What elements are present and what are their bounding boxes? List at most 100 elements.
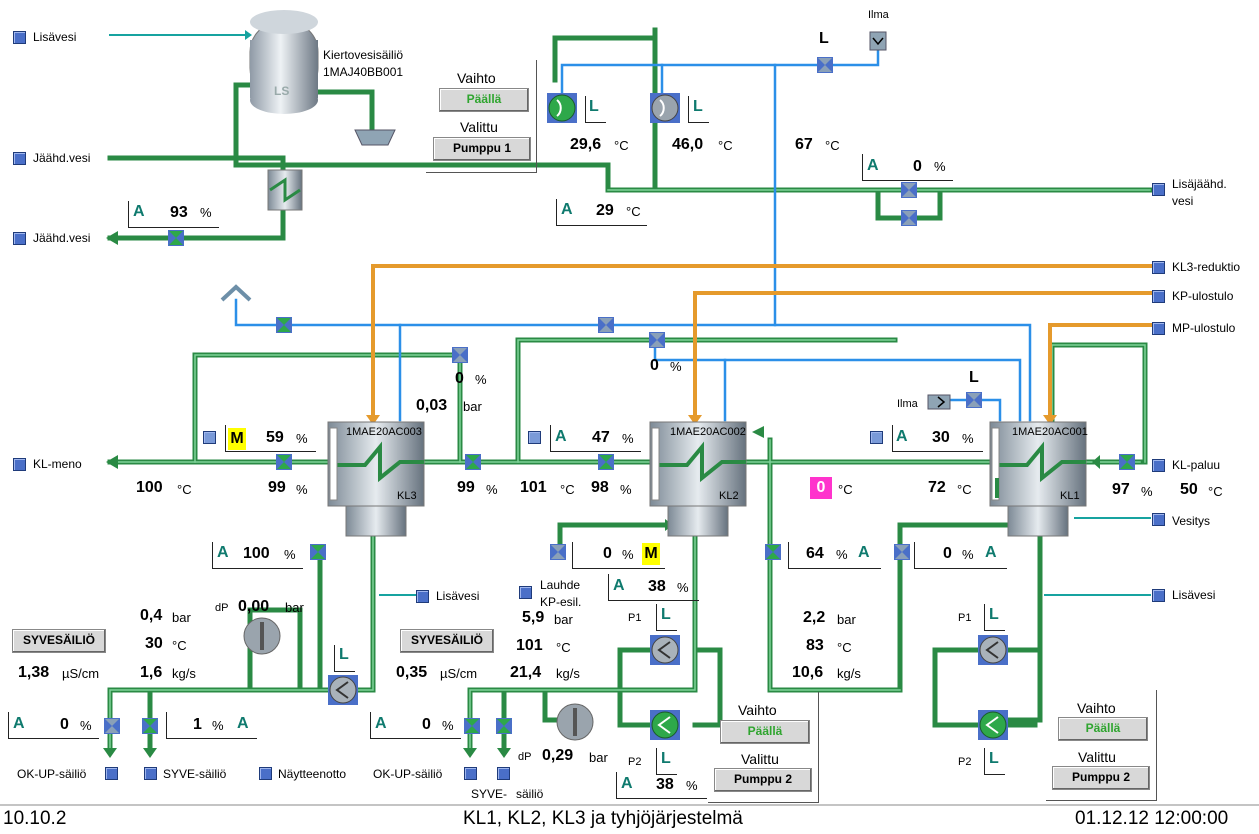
- ctrl-0top-box[interactable]: [862, 154, 953, 181]
- vaihto-label-mid: Vaihto: [738, 702, 777, 718]
- temp-unit-3: °C: [825, 138, 840, 153]
- p1-mode-right[interactable]: L: [989, 606, 999, 623]
- lisajaahd-icon[interactable]: [1152, 183, 1165, 196]
- val-99-a: 99: [268, 479, 286, 496]
- val-97: 97: [1112, 481, 1130, 498]
- val-99-b: 99: [457, 479, 475, 496]
- p1-label-mid: P1: [628, 612, 642, 624]
- syvesailio-button-mid[interactable]: SYVESÄILIÖ: [400, 629, 494, 653]
- dp-value-mid: 0,29: [542, 747, 574, 764]
- mp-ulostulo-icon[interactable]: [1152, 322, 1165, 335]
- unit-pct-99b: %: [486, 482, 498, 497]
- ctrl-kl1-box[interactable]: [892, 425, 983, 452]
- kl-meno-icon[interactable]: [13, 458, 26, 471]
- vesitys-icon[interactable]: [1152, 513, 1165, 526]
- tank-ls-shape: [249, 10, 319, 114]
- jaahd-vesi-in-icon[interactable]: [13, 152, 26, 165]
- vaihto-button-top[interactable]: Päällä: [439, 88, 529, 112]
- pump-select-button-mid[interactable]: Pumppu 2: [714, 768, 812, 792]
- ctrl-0bl-unit: %: [80, 718, 92, 733]
- ctrl-0m-box[interactable]: [572, 542, 665, 569]
- pump1-mode[interactable]: L: [589, 98, 599, 115]
- ctrl-0bl-box[interactable]: [8, 712, 99, 739]
- ctrl-38b-unit: %: [686, 778, 698, 793]
- pump-left-mode[interactable]: L: [339, 646, 349, 663]
- status-title: KL1, KL2, KL3 ja tyhjöjärjestelmä: [463, 808, 743, 829]
- ctrl-0top-mode: A: [867, 157, 879, 174]
- syvesailio-button-left[interactable]: SYVESÄILIÖ: [12, 629, 106, 653]
- jaahd-vesi-out-icon[interactable]: [13, 232, 26, 245]
- flow-unit-right: kg/s: [837, 666, 861, 681]
- kl-paluu-label: KL-paluu: [1172, 458, 1221, 472]
- ok-up-label-left: OK-UP-säiliö: [17, 767, 87, 781]
- p1-mode-mid[interactable]: L: [661, 606, 671, 623]
- naytteenotto-icon[interactable]: [259, 767, 272, 780]
- ok-up-icon-left[interactable]: [105, 767, 118, 780]
- conductivity-unit-left: µS/cm: [62, 666, 100, 681]
- ctrl-29-unit: °C: [626, 204, 641, 219]
- ctrl-1bl-box[interactable]: [166, 712, 257, 739]
- lisavesi-nav-icon[interactable]: [13, 31, 26, 44]
- kp-ulostulo-label: KP-ulostulo: [1172, 289, 1234, 303]
- temp-67: 67: [795, 136, 813, 153]
- valve-mode-L[interactable]: L: [819, 30, 829, 47]
- val-98: 98: [591, 479, 609, 496]
- vaihto-button-mid[interactable]: Päällä: [720, 720, 810, 744]
- lisavesi-mid-icon[interactable]: [416, 590, 429, 603]
- ctrl-64-box[interactable]: [788, 542, 881, 569]
- conductivity-left: 1,38: [18, 664, 50, 681]
- temp-30: 30: [145, 635, 163, 652]
- p2-mode-right[interactable]: L: [989, 750, 999, 767]
- unit-pct-98: %: [620, 482, 632, 497]
- syve-icon-left[interactable]: [144, 767, 157, 780]
- ctrl-38b-box[interactable]: [616, 772, 707, 799]
- ctrl-0r-unit: %: [962, 547, 974, 562]
- ok-up-icon-mid[interactable]: [464, 767, 477, 780]
- ctrl-kl2-box[interactable]: [550, 425, 641, 452]
- kl2-code: 1MAE20AC002: [670, 426, 746, 438]
- temp-101-mid: 101: [516, 637, 543, 654]
- ctrl-100-box[interactable]: [212, 542, 303, 569]
- ctrl-kl3-box[interactable]: [225, 425, 316, 452]
- pump2-mode[interactable]: L: [693, 98, 703, 115]
- pump-select-button-right[interactable]: Pumppu 2: [1052, 766, 1150, 790]
- lauhde-icon[interactable]: [519, 586, 532, 599]
- ctrl-38a-box[interactable]: [608, 574, 699, 601]
- jaahd-vesi-out-label: Jäähd.vesi: [33, 231, 91, 245]
- ctrl-38b-value: 38: [656, 776, 674, 793]
- ctrl-1bl-value: 1: [193, 716, 202, 733]
- lisavesi-label: Lisävesi: [33, 30, 77, 44]
- lisajaahd-vesi-label: vesi: [1172, 194, 1194, 208]
- kp-ulostulo-icon[interactable]: [1152, 290, 1165, 303]
- kl2-trend-icon[interactable]: [528, 431, 541, 444]
- p2-label-mid: P2: [628, 756, 642, 768]
- p1-label-right: P1: [958, 612, 972, 624]
- ctrl-29-box[interactable]: [556, 199, 647, 226]
- ctrl-100-value: 100: [243, 545, 270, 562]
- kl1-vent-mode[interactable]: L: [969, 369, 979, 386]
- val-0-b: 0: [650, 357, 659, 374]
- ctrl-93-value: 93: [170, 204, 188, 221]
- p2-mode-mid[interactable]: L: [661, 750, 671, 767]
- pump-left-mode-box: [334, 645, 355, 672]
- kl3-reduktio-icon[interactable]: [1152, 261, 1165, 274]
- pump-select-button-top[interactable]: Pumppu 1: [433, 137, 531, 161]
- p2-label-right: P2: [958, 756, 972, 768]
- unit-degc-30: °C: [172, 638, 187, 653]
- ctrl-29-mode: A: [561, 201, 573, 218]
- lisavesi-right-icon[interactable]: [1152, 589, 1165, 602]
- p1-mode-box-mid: [656, 604, 677, 631]
- kl3-trend-icon[interactable]: [203, 431, 216, 444]
- syve-label-left: SYVE-säiliö: [163, 767, 227, 781]
- kl-paluu-icon[interactable]: [1152, 459, 1165, 472]
- syve-label-mid-1: SYVE-: [471, 787, 508, 801]
- kl1-trend-icon[interactable]: [870, 431, 883, 444]
- ctrl-0r-box[interactable]: [914, 542, 1007, 569]
- vaihto-button-right[interactable]: Päällä: [1058, 717, 1148, 741]
- syve-icon-mid[interactable]: [497, 767, 510, 780]
- ctrl-0bm-mode: A: [375, 715, 387, 732]
- ctrl-93-box[interactable]: [128, 201, 219, 228]
- ctrl-0bm-box[interactable]: [370, 712, 461, 739]
- unit-degc-101-mid: °C: [556, 640, 571, 655]
- unit-bar-04: bar: [172, 610, 191, 625]
